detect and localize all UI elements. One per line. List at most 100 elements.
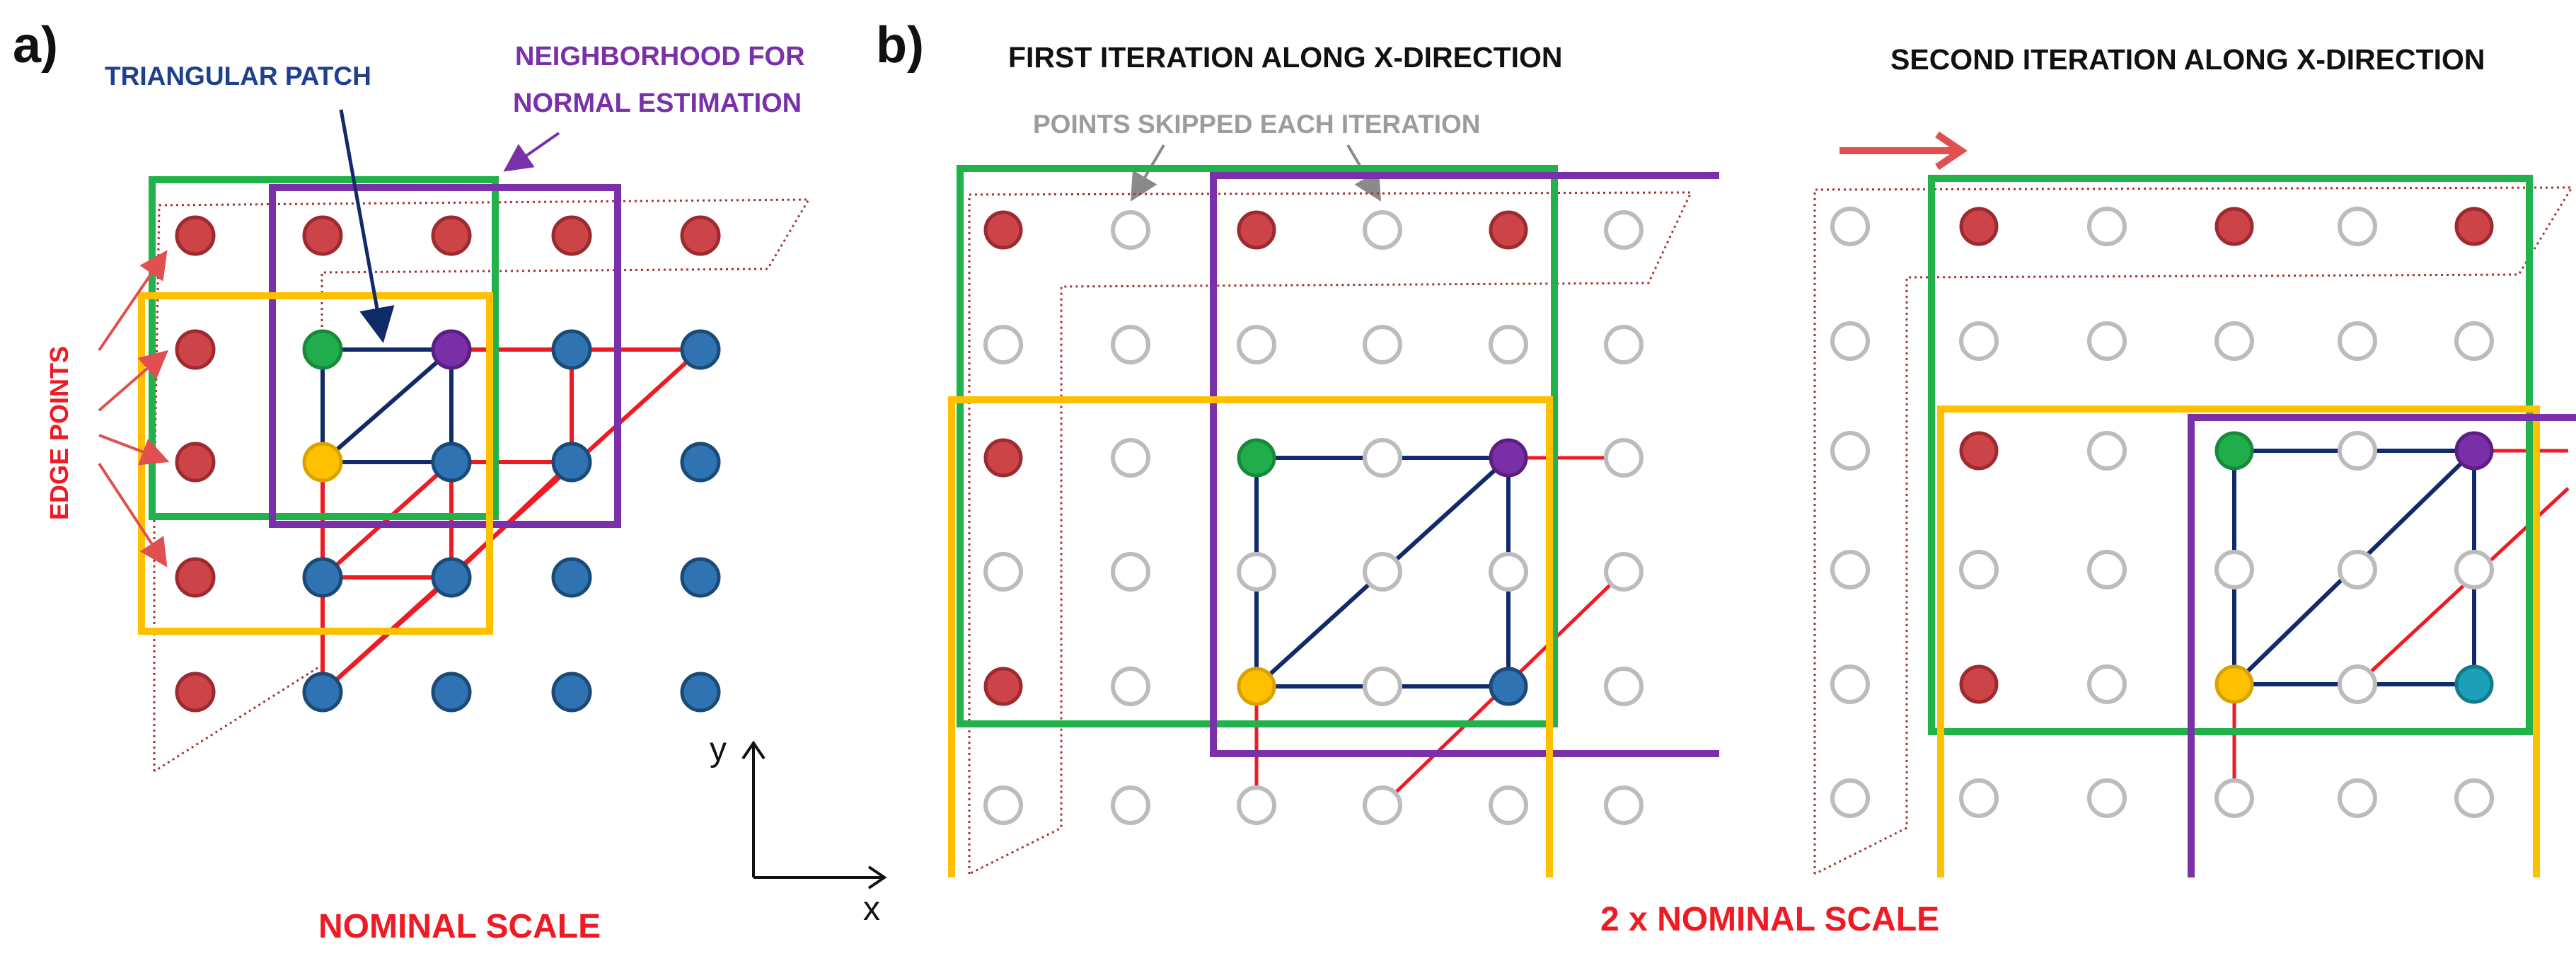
second-iteration-title: SECOND ITERATION ALONG X-DIRECTION <box>1890 43 2485 76</box>
second-yellow-box <box>1937 405 2540 877</box>
neighborhood-arrow <box>503 132 560 172</box>
skipped-point <box>2338 550 2377 589</box>
inner-point <box>431 442 472 483</box>
edge-point <box>680 215 721 256</box>
skipped-point <box>1111 325 1150 364</box>
panel-a-green-box <box>149 176 499 520</box>
skipped-point <box>2454 321 2494 361</box>
skipped-point <box>983 552 1023 592</box>
skipped-point <box>983 785 1023 825</box>
skipped-point <box>1237 552 1276 592</box>
edge-point <box>983 667 1023 706</box>
nominal-scale-label: NOMINAL SCALE <box>318 908 601 945</box>
skipped-point <box>1830 778 1870 818</box>
neighborhood-label-line2: NORMAL ESTIMATION <box>513 88 802 118</box>
green-point <box>2214 431 2254 471</box>
skipped-point <box>1959 550 1999 589</box>
inner-point <box>680 557 721 598</box>
skipped-point <box>1111 667 1150 706</box>
inner-point <box>551 557 592 598</box>
inner-point <box>680 329 721 370</box>
inner-point <box>1489 667 1528 706</box>
edge-points-label: EDGE POINTS <box>45 346 74 520</box>
inner-point <box>302 557 343 598</box>
double-nominal-scale-label: 2 x NOMINAL SCALE <box>1600 901 1939 938</box>
edge-point <box>1959 664 1999 704</box>
purple-point <box>431 329 472 370</box>
second-iteration-panel <box>1813 175 2576 877</box>
skipped-point <box>2214 550 2254 589</box>
skipped-point <box>1604 667 1644 706</box>
skipped-point <box>2087 664 2127 704</box>
skipped-point <box>1830 550 1870 589</box>
skipped-point <box>2087 778 2127 818</box>
skipped-point <box>1363 438 1402 478</box>
purple-point <box>2454 431 2494 471</box>
panel-a-purple-box <box>269 184 621 528</box>
skipped-point <box>1111 210 1150 250</box>
first-green-box <box>957 165 1558 727</box>
edge-point <box>1237 210 1276 250</box>
skipped-point <box>1830 431 1870 471</box>
teal-point <box>2454 664 2494 704</box>
edge-point <box>175 329 216 370</box>
skipped-point <box>2087 207 2127 246</box>
skipped-point <box>1363 552 1402 592</box>
skipped-point <box>983 325 1023 364</box>
skipped-point <box>1830 321 1870 361</box>
skipped-point <box>2338 664 2377 704</box>
skipped-point <box>1363 325 1402 364</box>
skipped-point <box>2454 550 2494 589</box>
second-green-box <box>1928 175 2533 735</box>
skipped-point <box>1237 325 1276 364</box>
green-point <box>1237 438 1276 478</box>
purple-point <box>1489 438 1528 478</box>
skipped-point <box>2338 778 2377 818</box>
skipped-point <box>2338 431 2377 471</box>
skipped-points-label: POINTS SKIPPED EACH ITERATION <box>1033 110 1481 139</box>
skipped-point <box>2087 550 2127 589</box>
skipped-point <box>1959 778 1999 818</box>
yellow-point <box>2214 664 2254 704</box>
skipped-point <box>1237 785 1276 825</box>
edge-point <box>2454 207 2494 246</box>
edge-point <box>983 210 1023 250</box>
panel-a-triangular-patch <box>320 347 454 464</box>
edge-point <box>1959 207 1999 246</box>
skipped-point <box>2454 778 2494 818</box>
first-iteration-title: FIRST ITERATION ALONG X-DIRECTION <box>1008 41 1563 74</box>
first-iteration-panel <box>948 165 1719 877</box>
skipped-point <box>1489 552 1528 592</box>
panel-a-points <box>175 215 721 713</box>
inner-point <box>551 442 592 483</box>
panel-a: a) TRIANGULAR PATCH NEI <box>13 17 887 945</box>
edge-point <box>983 438 1023 478</box>
skipped-point <box>1363 785 1402 825</box>
edge-point <box>175 442 216 483</box>
skipped-point <box>1830 664 1870 704</box>
edge-point <box>175 672 216 713</box>
panel-b: b) FIRST ITERATION ALONG X-DIRECTION SEC… <box>876 17 2576 938</box>
skipped-point <box>2338 321 2377 361</box>
inner-point <box>551 672 592 713</box>
first-yellow-box <box>948 396 1553 877</box>
skipped-point <box>2214 778 2254 818</box>
edge-point <box>1489 210 1528 250</box>
inner-point <box>680 442 721 483</box>
skipped-point <box>2087 431 2127 471</box>
edge-point <box>175 215 216 256</box>
inner-point <box>431 557 472 598</box>
skipped-point <box>1604 210 1644 250</box>
iteration-direction-arrowhead <box>1935 131 1968 171</box>
inner-point <box>551 329 592 370</box>
neighborhood-label-line1: NEIGHBORHOOD FOR <box>515 42 805 71</box>
skipped-point <box>1111 438 1150 478</box>
skipped-point <box>2214 321 2254 361</box>
second-iteration-points <box>1830 207 2494 818</box>
first-purple-box <box>1210 172 1719 757</box>
green-point <box>302 329 343 370</box>
edge-point <box>431 215 472 256</box>
skipped-point <box>2338 207 2377 246</box>
